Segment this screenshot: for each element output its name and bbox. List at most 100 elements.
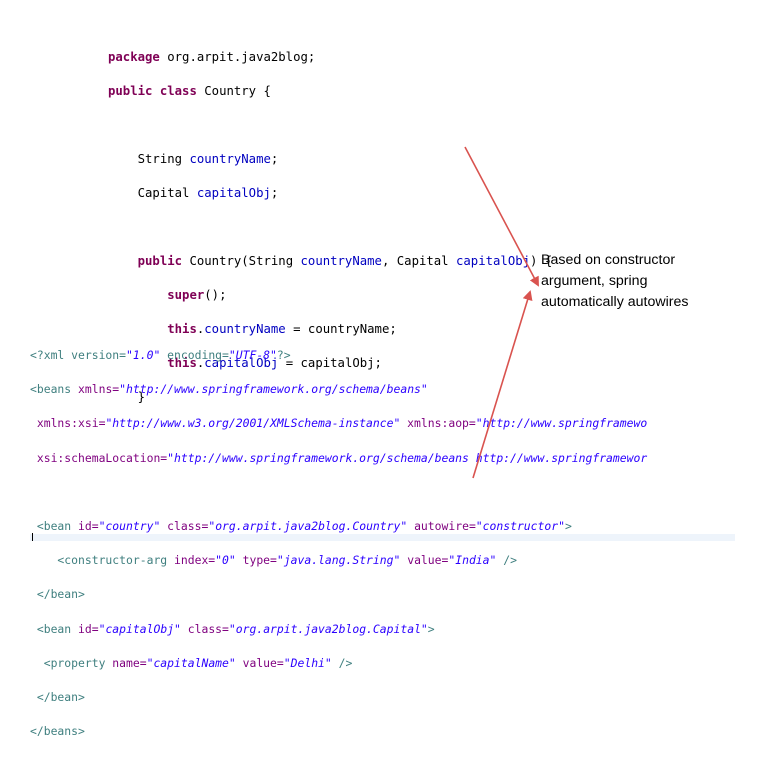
code-text: ; — [270, 152, 279, 166]
attr-value: "capitalName" — [146, 655, 236, 670]
code-line: Capital capitalObj; — [108, 185, 552, 202]
attr-name: xmlns:aop= — [400, 416, 476, 431]
keyword: this — [167, 356, 197, 370]
code-line: this.capitalObj = capitalObj; — [108, 355, 552, 372]
java-code-block: package org.arpit.java2blog; public clas… — [108, 32, 552, 423]
field-name: countryName — [204, 322, 286, 336]
annotation-line: argument, spring — [541, 273, 648, 289]
xml-tag: <bean — [30, 519, 72, 534]
annotation-arrows — [464, 146, 539, 479]
code-text: . — [196, 356, 205, 370]
keyword: public — [108, 84, 153, 98]
attr-value: "org.arpit.java2blog.Capital" — [228, 621, 428, 636]
code-line: } — [108, 389, 552, 406]
xml-tag: /> — [331, 655, 353, 670]
code-line: <?xml version="1.0" encoding="UTF-8"?> — [30, 347, 647, 364]
arrow-from-constructor — [464, 146, 539, 287]
attr-name: xsi:schemaLocation= — [30, 450, 168, 465]
code-line: </beans> — [30, 723, 647, 740]
xml-decl: <?xml version= — [30, 348, 127, 363]
code-text: . — [196, 322, 205, 336]
code-text: ) { — [530, 254, 553, 268]
keyword: super — [167, 288, 205, 302]
keyword: this — [167, 322, 197, 336]
xml-tag: /> — [496, 553, 517, 568]
code-line: xmlns:xsi="http://www.w3.org/2001/XMLSch… — [30, 415, 647, 432]
param-name: capitalObj — [456, 254, 531, 268]
text-cursor — [32, 533, 33, 541]
attr-name: xmlns= — [71, 382, 120, 397]
code-line: super(); — [108, 287, 552, 304]
code-text: Country { — [196, 84, 271, 98]
code-line: <beans xmlns="http://www.springframework… — [30, 381, 647, 398]
code-text: , Capital — [381, 254, 456, 268]
attr-value: "UTF-8" — [228, 348, 277, 363]
param-name: countryName — [300, 254, 382, 268]
attr-name: class= — [180, 621, 229, 636]
xml-tag: </beans> — [30, 724, 85, 739]
annotation-note: Based on constructor argument, spring au… — [541, 250, 741, 313]
keyword: class — [159, 84, 197, 98]
code-text: String — [137, 152, 190, 166]
attr-value: "http://www.w3.org/2001/XMLSchema-instan… — [105, 416, 401, 431]
code-text: } — [137, 390, 146, 404]
keyword: public — [137, 254, 183, 268]
field-name: countryName — [189, 152, 271, 166]
attr-name: xmlns:xsi= — [30, 416, 106, 431]
attr-value: "http://www.springframewo — [475, 416, 648, 431]
attr-name: id= — [71, 519, 99, 534]
code-text: ; — [270, 186, 279, 200]
attr-value: "java.lang.String" — [276, 553, 401, 568]
attr-value: "http://www.springframework.org/schema/b… — [119, 382, 428, 397]
attr-name: index= — [167, 553, 216, 568]
code-line: <bean id="capitalObj" class="org.arpit.j… — [30, 621, 647, 638]
attr-value: "0" — [215, 553, 236, 568]
annotation-line: Based on constructor — [541, 252, 676, 268]
xml-tag: <bean — [30, 621, 72, 636]
attr-name: value= — [235, 655, 284, 670]
code-line: String countryName; — [108, 151, 552, 168]
xml-tag: > — [427, 621, 435, 636]
attr-name: name= — [105, 655, 147, 670]
attr-name: type= — [235, 553, 277, 568]
field-name: capitalObj — [196, 186, 271, 200]
attr-name: autowire= — [407, 519, 476, 534]
code-line: xsi:schemaLocation="http://www.springfra… — [30, 450, 647, 467]
code-line: </bean> — [30, 586, 647, 603]
xml-tag: </bean> — [30, 587, 85, 602]
attr-value: "India" — [448, 553, 497, 568]
attr-value: "1.0" — [126, 348, 161, 363]
xml-tag: <constructor-arg — [30, 553, 168, 568]
xml-tag: > — [564, 519, 572, 534]
xml-decl: ?> — [276, 348, 291, 363]
keyword: package — [108, 50, 160, 64]
editor-current-line-highlight — [30, 534, 735, 541]
xml-tag: <property — [30, 655, 106, 670]
attr-value: "http://www.springframework.org/schema/b… — [167, 450, 648, 465]
code-line: <property name="capitalName" value="Delh… — [30, 655, 647, 672]
xml-tag: <beans — [30, 382, 72, 397]
code-text: = countryName; — [285, 322, 397, 336]
code-line: </bean> — [30, 689, 647, 706]
code-text: Capital — [137, 186, 197, 200]
annotation-line: automatically autowires — [541, 294, 689, 310]
xml-decl: encoding= — [160, 348, 229, 363]
code-text: org.arpit.java2blog; — [159, 50, 316, 64]
code-line: public Country(String countryName, Capit… — [108, 253, 553, 270]
code-line: this.countryName = countryName; — [108, 321, 552, 338]
attr-name: value= — [400, 553, 449, 568]
attr-value: "capitalObj" — [98, 621, 181, 636]
code-line: package org.arpit.java2blog; — [108, 49, 552, 66]
attr-name: id= — [71, 621, 99, 636]
attr-value: "constructor" — [475, 519, 565, 534]
attr-value: "org.arpit.java2blog.Country" — [208, 519, 408, 534]
field-name: capitalObj — [204, 356, 279, 370]
attr-value: "Delhi" — [283, 655, 332, 670]
attr-value: "country" — [98, 519, 161, 534]
xml-tag: </bean> — [30, 689, 85, 704]
code-line: <bean id="country" class="org.arpit.java… — [30, 518, 647, 535]
code-line: <constructor-arg index="0" type="java.la… — [30, 552, 647, 569]
code-text: Country(String — [182, 254, 301, 268]
attr-name: class= — [160, 519, 209, 534]
arrow-from-xml — [472, 290, 533, 479]
